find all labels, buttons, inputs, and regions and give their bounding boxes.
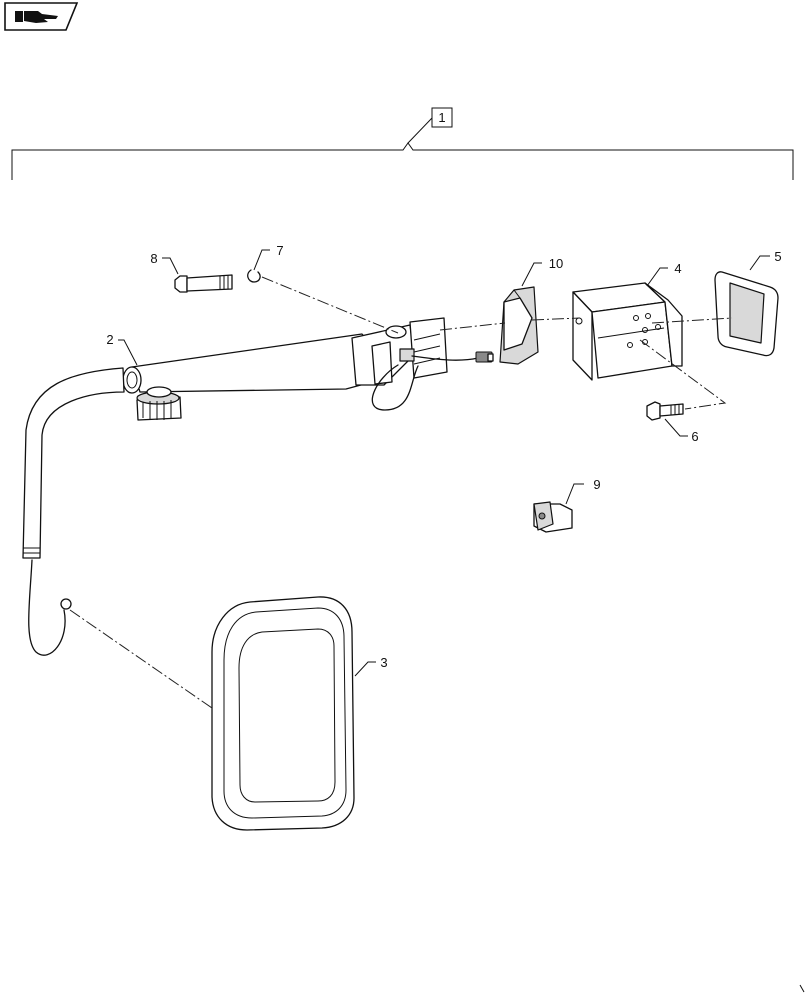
assembly-bracket: 1 xyxy=(11,107,794,180)
callout-4: 4 xyxy=(674,261,681,276)
callout-1: 1 xyxy=(438,110,445,125)
callout-2: 2 xyxy=(106,332,113,347)
callout-9: 9 xyxy=(593,477,600,492)
callouts: 2 3 4 5 6 7 8 9 10 xyxy=(106,243,782,677)
spring-clip xyxy=(247,269,261,283)
callout-5: 5 xyxy=(774,249,781,264)
callout-3: 3 xyxy=(380,655,387,670)
screw xyxy=(646,401,684,421)
mounting-bracket xyxy=(572,282,683,381)
pivot-cover xyxy=(499,286,539,365)
callout-10: 10 xyxy=(549,256,563,271)
gasket xyxy=(714,271,779,357)
mirror-arm xyxy=(22,317,494,656)
corner-mark xyxy=(799,984,805,993)
center-lines xyxy=(69,276,733,709)
callout-6: 6 xyxy=(691,429,698,444)
connector xyxy=(533,501,573,533)
callout-7: 7 xyxy=(276,243,283,258)
callout-8: 8 xyxy=(150,251,157,266)
mirror-head xyxy=(211,596,355,831)
hand-pointer-icon[interactable] xyxy=(4,2,79,31)
bolt xyxy=(174,274,233,293)
